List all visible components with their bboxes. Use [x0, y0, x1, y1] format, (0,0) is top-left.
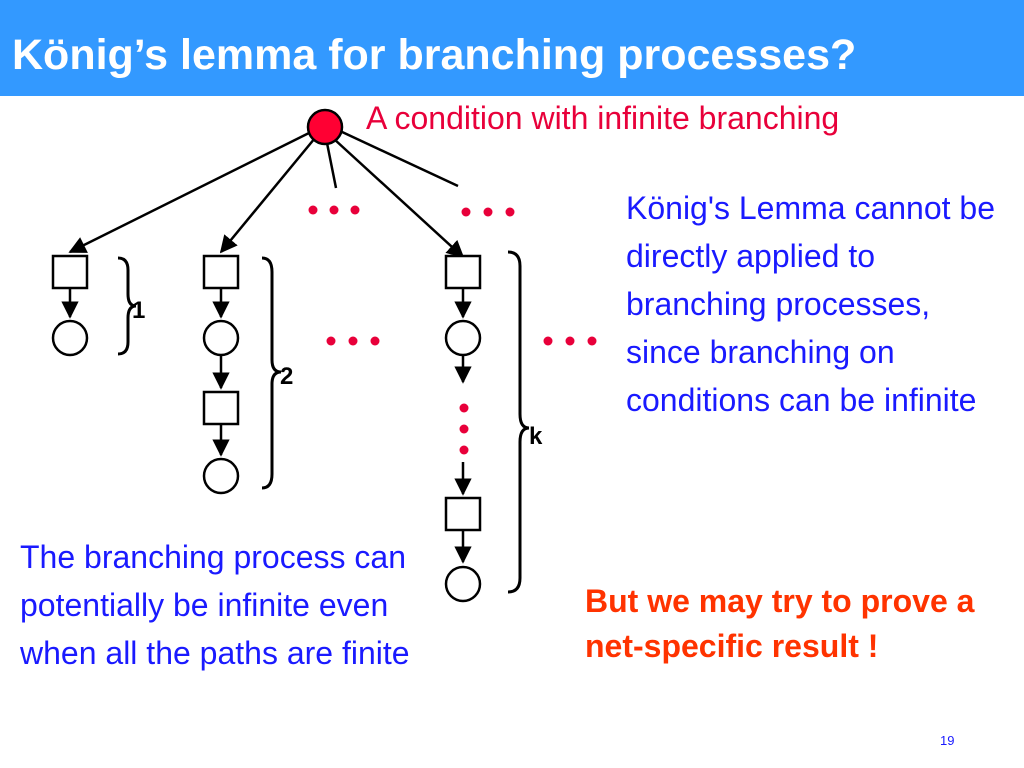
braces	[117, 250, 530, 594]
edge-to-branch-1	[68, 130, 312, 254]
ellipsis-middle	[326, 336, 380, 346]
title-bar: König’s lemma for branching processes?	[0, 0, 1024, 96]
event-node	[444, 496, 482, 532]
ellipsis-top-left	[308, 205, 360, 215]
condition-node	[51, 319, 89, 357]
ellipsis-top-right	[461, 207, 515, 217]
branch-k	[444, 254, 482, 603]
condition-node	[202, 319, 240, 357]
edge-to-branch-2	[219, 137, 316, 254]
ellipsis-dots	[308, 205, 597, 455]
brace-label-2: 2	[280, 363, 293, 390]
brace-1	[117, 256, 137, 356]
brace-label-k: k	[529, 423, 543, 450]
condition-node	[444, 319, 482, 357]
page-number: 19	[940, 733, 955, 748]
brace-2	[261, 256, 282, 490]
net-specific-result-note: But we may try to prove a net-specific r…	[585, 583, 975, 664]
condition-node	[444, 565, 482, 603]
event-node	[51, 254, 89, 290]
edge-partial-1	[325, 142, 338, 189]
root-edges	[68, 129, 465, 259]
event-node	[444, 254, 482, 290]
branch-1	[51, 254, 89, 357]
finite-paths-note: The branching process can potentially be…	[20, 539, 410, 671]
event-node	[202, 254, 240, 290]
edge-to-branch-k	[333, 138, 465, 259]
brace-label-1: 1	[132, 297, 145, 324]
slide-title: König’s lemma for branching processes?	[12, 31, 857, 79]
branch-2	[202, 254, 240, 495]
condition-label: A condition with infinite branching	[366, 100, 840, 136]
ellipsis-right	[543, 336, 597, 346]
event-node	[202, 390, 240, 426]
edge-partial-2	[339, 129, 459, 188]
lemma-explanation: König's Lemma cannot be directly applied…	[626, 190, 995, 418]
root-condition	[306, 108, 344, 146]
ellipsis-vertical-k	[459, 403, 469, 455]
condition-node	[202, 457, 240, 495]
brace-k	[507, 250, 530, 594]
